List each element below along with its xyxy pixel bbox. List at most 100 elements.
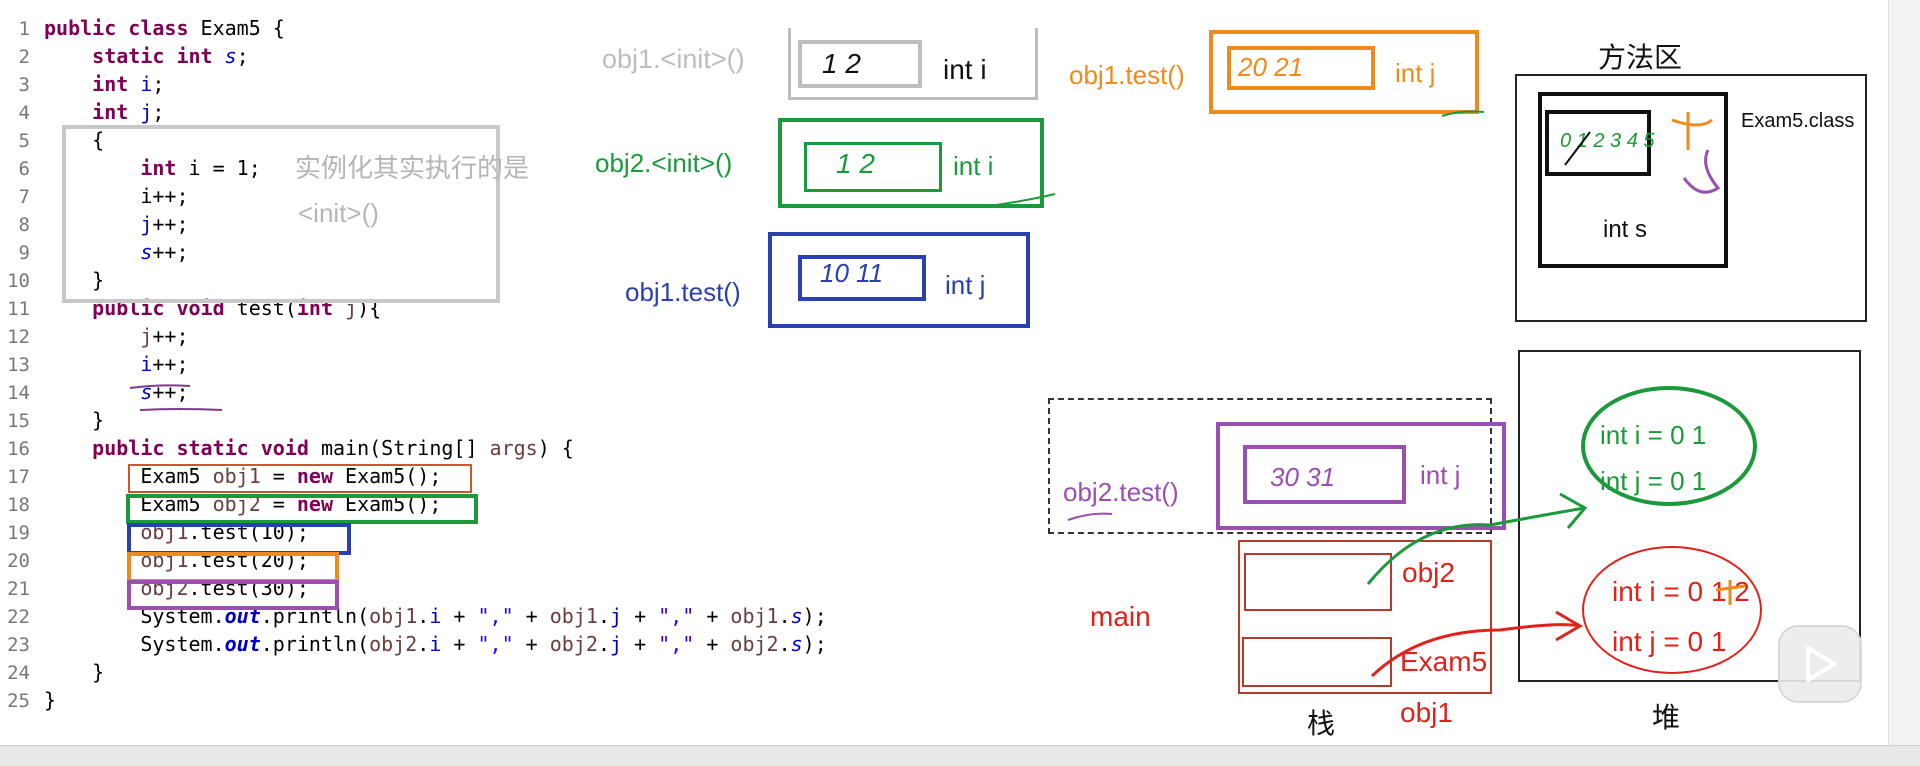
code-line[interactable]: 3 int i; [0,70,165,98]
heap-object-obj2 [1581,386,1757,506]
code-line[interactable]: 5 { [0,126,105,154]
obj2-init-values: 1 2 [836,148,875,179]
code-token: int [92,100,141,124]
instance-init-block-highlight [62,125,500,303]
code-line[interactable]: 25} [0,686,56,714]
code-line[interactable]: 12 j++; [0,322,188,350]
code-line[interactable]: 4 int j; [0,98,165,126]
line-number: 9 [18,242,30,264]
code-token: } [44,660,105,684]
line-number: 23 [7,634,30,656]
code-token: + [513,632,550,656]
code-line[interactable]: 7 i++; [0,182,189,210]
code-token: + [694,604,731,628]
code-token: obj2 [549,632,598,656]
stack-obj2-label: obj2 [1402,557,1455,588]
obj2-init-var: int i [953,151,994,181]
line-number: 8 [18,214,30,236]
stack-frame [1238,540,1492,694]
stack-title: 栈 [1307,708,1336,739]
code-line[interactable]: 9 s++; [0,238,189,266]
code-token: obj1 [549,604,598,628]
code-token: s [224,44,237,68]
obj1-test-orange-var: int j [1395,58,1436,88]
line-number: 7 [18,186,30,208]
code-line[interactable]: 24 } [0,658,104,686]
obj1-test-blue-frame [768,232,1030,328]
line-number: 16 [7,438,30,460]
code-token: + [441,632,478,656]
code-token: ++; [152,352,189,376]
code-line[interactable]: 10 } [0,266,104,294]
code-token: + [622,632,659,656]
code-token: "," [477,604,514,628]
code-token [44,100,92,124]
code-token: out [224,632,261,656]
code-token [44,380,140,404]
code-token: public static void [92,436,321,460]
code-token: + [441,604,478,628]
code-token: s [790,604,803,628]
code-token [44,72,92,96]
init-note-line1: 实例化其实执行的是 [295,153,530,183]
code-token [44,44,92,68]
obj2-init-inner [804,142,942,192]
code-token: = [260,464,297,488]
code-token: } [44,408,105,432]
line19-highlight [127,523,351,555]
code-token: s [140,240,153,264]
obj2-test-inner [1243,445,1406,504]
code-token: ; [152,100,165,124]
stack-slot-obj2 [1244,553,1392,611]
code-token: Exam5(); [345,464,442,488]
code-token: } [44,688,57,712]
code-token: . [778,632,791,656]
line-number: 13 [7,354,30,376]
code-token: j [140,100,153,124]
obj1-init-var: int i [943,54,987,85]
line-number: 20 [7,550,30,572]
code-line[interactable]: 22 System.out.println(obj1.i + "," + obj… [0,602,827,630]
obj1-init-label: obj1.<init>() [602,44,745,74]
code-token: obj2 [730,632,779,656]
play-icon [1806,646,1836,682]
code-line[interactable]: 17 Exam5 obj1 = new Exam5(); [0,462,441,490]
code-token: = [260,492,297,516]
code-token: + [694,632,731,656]
play-button[interactable] [1778,625,1862,703]
code-line[interactable]: 2 static int s; [0,42,249,70]
code-line[interactable]: 14 s++; [0,378,188,406]
code-line[interactable]: 23 System.out.println(obj2.i + "," + obj… [0,630,827,658]
code-line[interactable]: 13 i++; [0,350,189,378]
line-number: 25 [7,690,30,712]
code-token: j [609,604,623,628]
code-token: . [778,604,791,628]
line-number: 24 [7,662,30,684]
code-line[interactable]: 6 int i = 1; [0,154,261,182]
line17-highlight [128,464,472,493]
obj2-init-frame [778,118,1044,208]
code-token: j [140,212,153,236]
static-var-box [1545,110,1651,176]
code-token: ; [236,44,249,68]
code-line[interactable]: 16 public static void main(String[] args… [0,434,574,462]
code-token: + [622,604,659,628]
line-number: 4 [18,102,30,124]
line-number: 18 [7,494,30,516]
heap-green-i: int i = 0 1 [1600,420,1707,450]
code-line[interactable]: 15 } [0,406,104,434]
code-line[interactable]: 8 j++; [0,210,189,238]
obj1-test-blue-values: 10 11 [820,258,884,288]
code-token: { [44,128,105,152]
bottom-scroll-bar[interactable] [0,745,1920,766]
code-token: i [140,72,153,96]
code-token: j [140,324,153,348]
heap-red-i: int i = 0 1 2 [1612,576,1750,607]
code-token: public class [44,16,201,40]
code-token: . [417,604,430,628]
code-token: new [296,464,346,488]
stack-slot-obj1 [1242,637,1392,687]
line-number: 3 [18,74,30,96]
